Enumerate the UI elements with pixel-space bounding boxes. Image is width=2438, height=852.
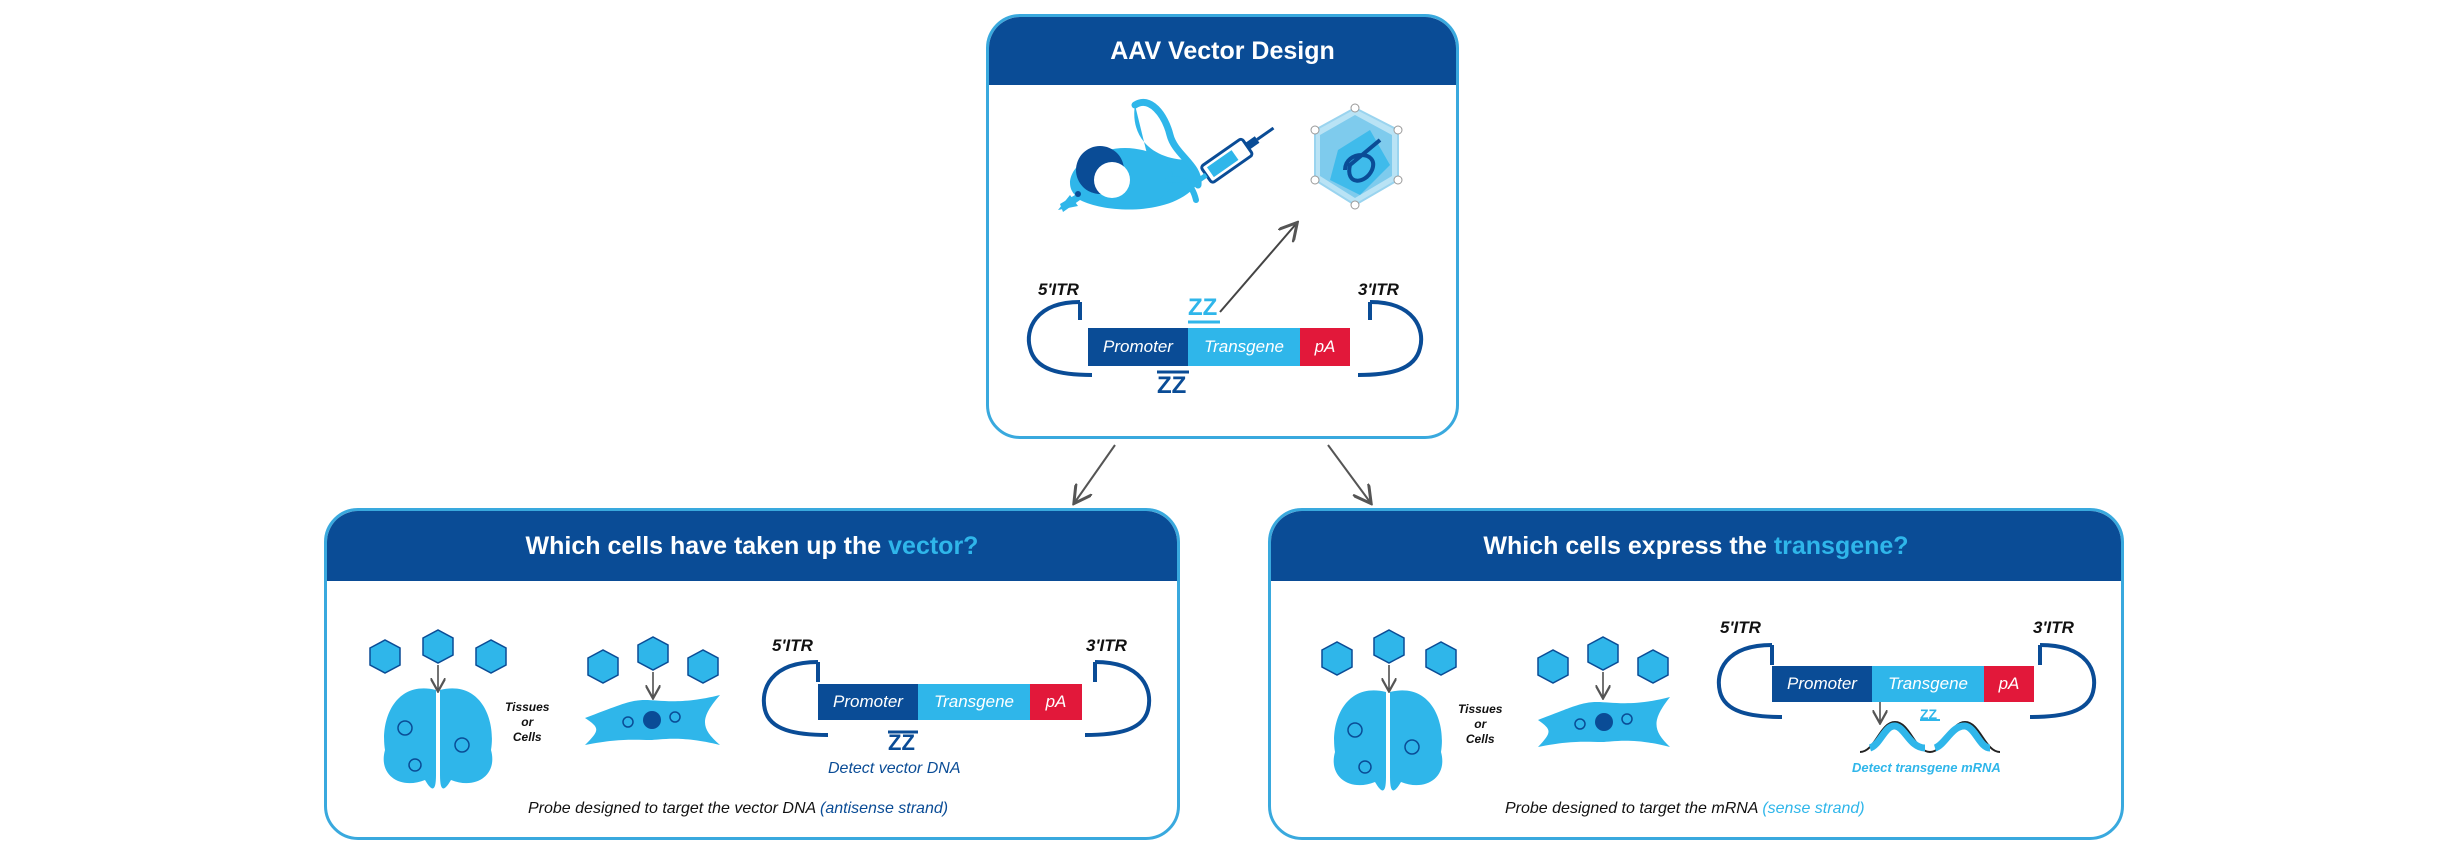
vector-uptake-panel: Which cells have taken up the vector?: [324, 508, 1180, 840]
aav-vector-design-panel: AAV Vector Design: [986, 14, 1459, 439]
panel-title: Which cells have taken up the vector?: [327, 511, 1177, 581]
detect-vector-dna-label: Detect vector DNA: [828, 760, 961, 777]
itr3-label: 3'ITR: [1358, 280, 1399, 299]
cell-icon: [1538, 697, 1670, 747]
brain-icon: [1333, 690, 1443, 791]
itr5-loop: [1026, 300, 1093, 377]
transgene-segment: Transgene: [1188, 328, 1300, 366]
transgene-segment: Transgene: [1872, 666, 1984, 702]
pa-segment: pA: [1030, 684, 1082, 720]
itr5-loop: [761, 660, 829, 737]
itr5-label: 5'ITR: [772, 636, 813, 655]
arrow-to-left-panel: [1075, 444, 1116, 502]
capsid-icon: [1321, 629, 1457, 690]
aav-capsid-icon: [1310, 103, 1403, 210]
tissues-or-cells-label: Tissues or Cells: [1458, 702, 1503, 746]
itr5-loop: [1716, 643, 1783, 719]
pa-segment: pA: [1300, 328, 1350, 366]
mrna-icon: [1859, 720, 2001, 754]
panel-title: Which cells express the transgene?: [1271, 511, 2121, 581]
capsid-icon: [587, 636, 719, 697]
tissues-or-cells-label: Tissues or Cells: [505, 700, 550, 744]
probe-zz-antisense: ZZ: [1157, 372, 1187, 399]
transgene-to-capsid-arrow: [1219, 224, 1296, 313]
probe-zz-sense: ZZ: [1920, 706, 1938, 722]
capsid-icon: [369, 629, 507, 690]
promoter-segment: Promoter: [1088, 328, 1188, 366]
probe-caption: Probe designed to target the vector DNA …: [528, 800, 949, 817]
probe-zz-antisense: ZZ: [888, 730, 915, 755]
detect-transgene-mrna-label: Detect transgene mRNA: [1852, 760, 2001, 775]
syringe-icon: [1188, 126, 1275, 189]
pa-segment: pA: [1984, 666, 2034, 702]
itr3-label: 3'ITR: [2033, 618, 2074, 637]
itr3-loop: [1084, 660, 1152, 737]
itr3-label: 3'ITR: [1086, 636, 1127, 655]
promoter-segment: Promoter: [818, 684, 918, 720]
arrow-to-right-panel: [1327, 444, 1370, 502]
mouse-icon: [1058, 99, 1202, 212]
panel-title: AAV Vector Design: [989, 17, 1456, 85]
itr5-label: 5'ITR: [1038, 280, 1079, 299]
brain-icon: [383, 688, 493, 789]
itr3-loop: [1357, 300, 1424, 377]
probe-zz-sense: ZZ: [1188, 294, 1218, 321]
itr5-label: 5'ITR: [1720, 618, 1761, 637]
itr3-loop: [2029, 643, 2097, 719]
cell-icon: [585, 695, 720, 745]
probe-caption: Probe designed to target the mRNA (sense…: [1505, 800, 1865, 817]
capsid-icon: [1537, 636, 1669, 697]
promoter-segment: Promoter: [1772, 666, 1872, 702]
transgene-segment: Transgene: [918, 684, 1030, 720]
